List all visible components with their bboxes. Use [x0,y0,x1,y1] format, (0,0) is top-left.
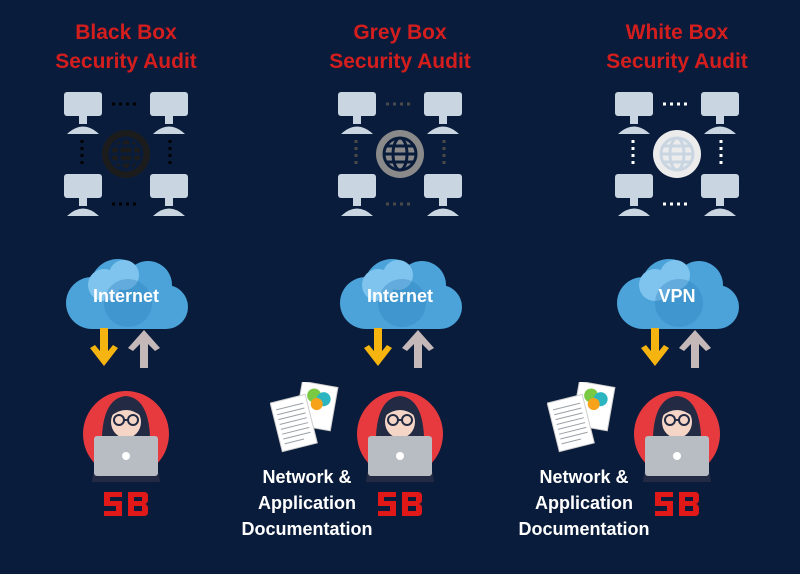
sb-logo: SB [655,492,699,516]
dotted-connectors [80,102,172,206]
grey-box-column: Grey Box Security Audit [241,0,520,574]
black-box-column: Black Box Security Audit [6,0,246,574]
traffic-arrows [641,328,711,368]
doc-label-line3: Documentation [518,519,650,539]
computer-icon [615,174,653,216]
doc-label-line2: Application [535,493,633,513]
network-diagram [615,92,739,216]
computer-icon [424,174,462,216]
hacker-icon [634,391,720,482]
computer-icon [338,174,376,216]
documentation-label: Network & Application Documentation [509,464,659,542]
computer-icon [701,174,739,216]
title-line2: Security Audit [55,50,197,73]
cloud-icon [66,259,188,329]
computer-icon [64,92,102,134]
globe-grey-icon [376,130,424,178]
title-line2: Security Audit [606,50,748,73]
title-line1: White Box [625,21,729,44]
arrow-down-icon [364,328,392,366]
arrow-up-icon [679,330,711,368]
hacker-icon [83,391,169,482]
sb-logo: SB [104,492,148,516]
white-box-column: White Box Security Audit [518,0,797,574]
computer-icon [424,92,462,134]
title-line1: Grey Box [353,21,447,44]
computer-icon [338,92,376,134]
documents-icon [547,382,616,453]
arrow-down-icon [641,328,669,366]
documents-icon [270,382,339,453]
cloud-icon [340,259,462,329]
sb-logo: SB [378,492,422,516]
title-line2: Security Audit [329,50,471,73]
doc-label-line1: Network & [539,467,629,487]
computer-icon [150,174,188,216]
traffic-arrows [90,328,160,368]
computer-icon [64,174,102,216]
globe-black-icon [102,130,150,178]
arrow-up-icon [128,330,160,368]
documentation-label: Network & Application Documentation [232,464,382,542]
computer-icon [615,92,653,134]
dotted-connectors [354,102,446,206]
doc-label-line1: Network & [262,467,352,487]
computer-icon [701,92,739,134]
doc-label-line2: Application [258,493,356,513]
dotted-connectors [631,102,723,206]
network-diagram [338,92,462,216]
grey-box-title: Grey Box Security Audit [280,18,520,76]
arrow-down-icon [90,328,118,366]
hacker-icon [357,391,443,482]
globe-white-icon [653,130,701,178]
traffic-arrows [364,328,434,368]
doc-label-line3: Documentation [241,519,373,539]
computer-icon [150,92,188,134]
black-box-title: Black Box Security Audit [6,18,246,76]
arrow-up-icon [402,330,434,368]
cloud-icon [617,259,739,329]
title-line1: Black Box [75,21,177,44]
white-box-title: White Box Security Audit [557,18,797,76]
network-diagram [64,92,188,216]
